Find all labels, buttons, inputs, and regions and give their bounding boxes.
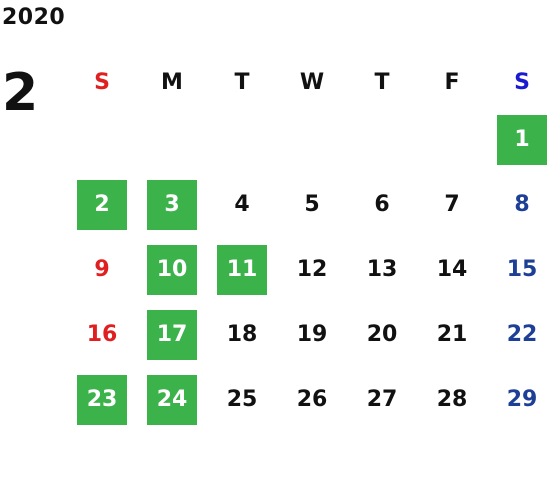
calendar-cell: 2 [67, 172, 137, 237]
highlighted-day[interactable]: 23 [77, 374, 127, 425]
calendar-day[interactable]: 26 [296, 387, 328, 412]
calendar-cell [67, 107, 137, 172]
calendar-day[interactable]: 29 [506, 387, 538, 412]
calendar-day[interactable]: 16 [86, 322, 118, 347]
calendar-day[interactable]: 21 [436, 322, 468, 347]
calendar-day[interactable]: 12 [296, 257, 328, 282]
calendar-cell: 25 [207, 367, 277, 432]
calendar-cell: 8 [487, 172, 548, 237]
calendar-cell [137, 107, 207, 172]
calendar-cell: 23 [67, 367, 137, 432]
calendar-cell: 29 [487, 367, 548, 432]
calendar-cell: 28 [417, 367, 487, 432]
calendar-cell: 6 [347, 172, 417, 237]
calendar-cell [417, 107, 487, 172]
calendar-cell: 5 [277, 172, 347, 237]
highlighted-day[interactable]: 24 [147, 374, 197, 425]
calendar-cell: 13 [347, 237, 417, 302]
month-number: 2 [2, 63, 39, 123]
calendar-cell: 15 [487, 237, 548, 302]
calendar-day[interactable]: 25 [226, 387, 258, 412]
calendar-cell: 12 [277, 237, 347, 302]
calendar-day[interactable]: 18 [226, 322, 258, 347]
calendar-cell: 16 [67, 302, 137, 367]
calendar-day[interactable]: 20 [366, 322, 398, 347]
highlighted-day[interactable]: 1 [497, 114, 547, 165]
calendar-cell: 1 [487, 107, 548, 172]
calendar-cell: 9 [67, 237, 137, 302]
calendar-day[interactable]: 19 [296, 322, 328, 347]
calendar-cell [347, 107, 417, 172]
calendar-cell: 26 [277, 367, 347, 432]
calendar-cell: 22 [487, 302, 548, 367]
calendar-cell [207, 107, 277, 172]
calendar-cell: 7 [417, 172, 487, 237]
calendar-cell: 18 [207, 302, 277, 367]
calendar-cell: 14 [417, 237, 487, 302]
calendar-day[interactable]: 27 [366, 387, 398, 412]
calendar-cell: 27 [347, 367, 417, 432]
calendar-cell: 20 [347, 302, 417, 367]
calendar-day[interactable]: 14 [436, 257, 468, 282]
calendar-cell: 4 [207, 172, 277, 237]
highlighted-day[interactable]: 10 [147, 244, 197, 295]
highlighted-day[interactable]: 3 [147, 179, 197, 230]
calendar-cell: 24 [137, 367, 207, 432]
calendar-day[interactable]: 15 [506, 257, 538, 282]
weekday-header: T [374, 69, 390, 95]
calendar-day[interactable]: 7 [444, 192, 460, 217]
calendar-cell [277, 107, 347, 172]
calendar-day[interactable]: 8 [514, 192, 530, 217]
weekday-header: S [514, 69, 530, 95]
calendar-cell: 19 [277, 302, 347, 367]
calendar-day[interactable]: 6 [374, 192, 390, 217]
highlighted-day[interactable]: 2 [77, 179, 127, 230]
calendar-cell: 3 [137, 172, 207, 237]
calendar-day[interactable]: 4 [234, 192, 250, 217]
year-label: 2020 [2, 5, 66, 30]
highlighted-day[interactable]: 11 [217, 244, 267, 295]
calendar-day[interactable]: 22 [506, 322, 538, 347]
calendar-cell: 17 [137, 302, 207, 367]
weekday-header: M [161, 69, 183, 95]
weekday-header: T [234, 69, 250, 95]
calendar-day[interactable]: 28 [436, 387, 468, 412]
weekday-header: S [94, 69, 110, 95]
weekday-header: F [444, 69, 460, 95]
calendar-day[interactable]: 13 [366, 257, 398, 282]
calendar-cell: 11 [207, 237, 277, 302]
calendar-cell: 21 [417, 302, 487, 367]
highlighted-day[interactable]: 17 [147, 309, 197, 360]
calendar-day[interactable]: 5 [304, 192, 320, 217]
calendar-cell: 10 [137, 237, 207, 302]
calendar-day[interactable]: 9 [94, 257, 110, 282]
weekday-header: W [299, 69, 325, 95]
